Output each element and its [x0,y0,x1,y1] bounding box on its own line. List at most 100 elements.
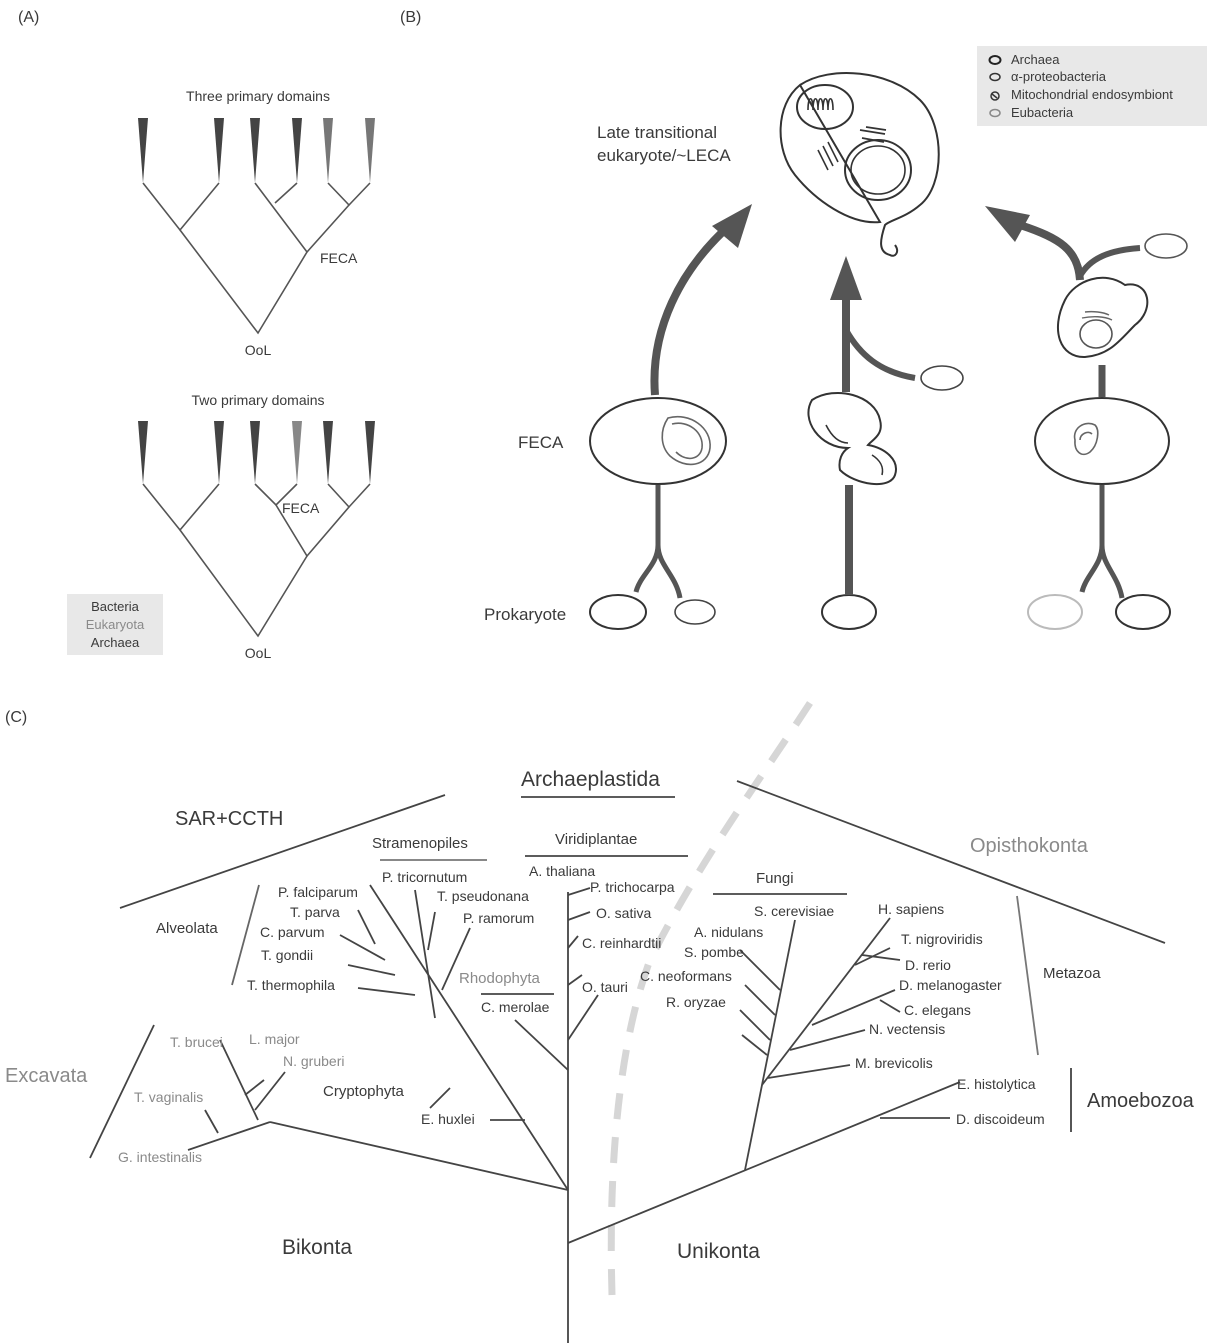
bikonta-unikonta-divider [607,701,813,1296]
panel-a-legend-box [67,594,163,655]
legend-b-archaea: Archaea [1011,52,1060,67]
leca-nucleus [844,139,912,201]
left-prokaryote-bacterium [674,599,716,625]
taxon-label: D. discoideum [956,1111,1045,1127]
eubacteria-icon [989,108,1001,118]
taxon-label: P. trichocarpa [590,879,675,895]
taxon-label: L. major [249,1031,300,1047]
bikonta-label: Bikonta [282,1236,352,1259]
left-prokaryote-archaea [589,594,647,630]
panel-a-label: (A) [18,9,39,26]
archaea-icon [988,55,1002,65]
opisthokonta-label: Opisthokonta [970,835,1089,857]
excavata-label: Excavata [5,1065,88,1087]
right-pathway [985,206,1188,630]
taxon-label: T. nigroviridis [901,931,983,947]
alpha-proteobacteria-icon [989,72,1001,82]
bottom-tree [142,483,371,638]
feca-label-b: FECA [518,433,564,452]
taxon-label: A. thaliana [529,863,595,879]
taxon-label: O. sativa [596,905,651,921]
taxon-label: T. thermophila [247,977,335,993]
taxon-label: T. pseudonana [437,888,529,904]
prokaryote-label: Prokaryote [484,605,566,624]
leca-mitochondrion [796,84,854,130]
bottom-feca-label: FECA [282,500,320,516]
amoebozoa-label: Amoebozoa [1087,1090,1195,1112]
leca-cell [779,72,940,257]
legend-b-mito: Mitochondrial endosymbiont [1011,87,1173,102]
top-tree-tips [138,118,375,183]
stramenopiles-label: Stramenopiles [372,835,468,852]
panel-b: (B) Archaea α-proteobacteria Mitochondri… [400,9,1207,630]
excavata-line [89,1024,155,1159]
taxon-label: C. elegans [904,1002,971,1018]
taxon-label: D. melanogaster [899,977,1002,993]
panel-b-label: (B) [400,9,421,26]
right-prokaryote-archaea [1115,594,1171,630]
panel-a: (A) Three primary domains FECA OoL Two p… [18,9,375,661]
unikonta-label: Unikonta [677,1240,760,1263]
opisthokonta-line [736,780,1166,944]
taxon-label: T. vaginalis [134,1089,203,1105]
mitochondrial-endosymbiont-icon [990,91,1000,101]
legend-bacteria: Bacteria [91,599,139,614]
taxon-label: E. histolytica [957,1076,1036,1092]
taxon-label: P. ramorum [463,910,534,926]
right-transitional-cell [1056,276,1149,359]
taxon-label: M. brevicolis [855,1055,933,1071]
legend-archaea: Archaea [91,635,140,650]
panel-c: (C) [5,701,1195,1343]
taxon-label: E. huxlei [421,1111,475,1127]
alveolata-label: Alveolata [156,920,218,937]
taxon-label: G. intestinalis [118,1149,202,1165]
rhodophyta-label: Rhodophyta [459,970,541,987]
legend-b-alphaproteo: α-proteobacteria [1011,69,1107,84]
bottom-tree-tips [138,421,375,484]
middle-feca-cell [807,391,897,486]
taxon-label: T. gondii [261,947,313,963]
panel-c-label: (C) [5,709,27,726]
top-feca-label: FECA [320,250,358,266]
taxon-label: R. oryzae [666,994,726,1010]
taxon-label: C. neoformans [640,968,732,984]
taxon-label: A. nidulans [694,924,763,940]
taxon-label: S. pombe [684,944,744,960]
taxon-label: P. tricornutum [382,869,467,885]
metazoa-label: Metazoa [1043,965,1101,982]
panel-b-legend-box [977,46,1207,126]
fungi-label: Fungi [756,870,794,887]
leca-label: eukaryote/~LECA [597,146,731,165]
sar-line [119,794,446,909]
archaeplastida-label: Archaeplastida [521,768,660,791]
middle-alphaproteobacterium [920,365,964,391]
taxon-label: C. reinhardtii [582,935,661,951]
taxon-label: S. cerevisiae [754,903,834,919]
taxon-label: C. merolae [481,999,550,1015]
right-feca-cell [1034,397,1170,485]
three-domains-title: Three primary domains [186,88,330,104]
taxon-label: P. falciparum [278,884,358,900]
bottom-ool-label: OoL [245,645,272,661]
group-brackets [89,780,1166,1159]
viridiplantae-label: Viridiplantae [555,831,637,848]
taxon-label: C. parvum [260,924,325,940]
middle-prokaryote [821,594,877,630]
legend-eukaryota: Eukaryota [86,617,145,632]
tree-c [187,884,961,1343]
taxon-label: H. sapiens [878,901,944,917]
right-eubacterium [1144,233,1188,259]
taxon-label: D. rerio [905,957,951,973]
taxon-label: T. brucei [170,1034,223,1050]
taxa-labels: P. falciparum T. parva C. parvum T. gond… [118,863,1045,1165]
alveolata-bracket [231,884,260,986]
taxon-label: N. gruberi [283,1053,344,1069]
right-prokaryote-eubacteria [1027,594,1083,630]
two-domains-title: Two primary domains [191,392,324,408]
legend-b-eubacteria: Eubacteria [1011,105,1074,120]
left-feca-cell [589,397,727,485]
metazoa-bracket [1016,895,1039,1056]
left-pathway [589,204,752,630]
taxon-label: N. vectensis [869,1021,945,1037]
